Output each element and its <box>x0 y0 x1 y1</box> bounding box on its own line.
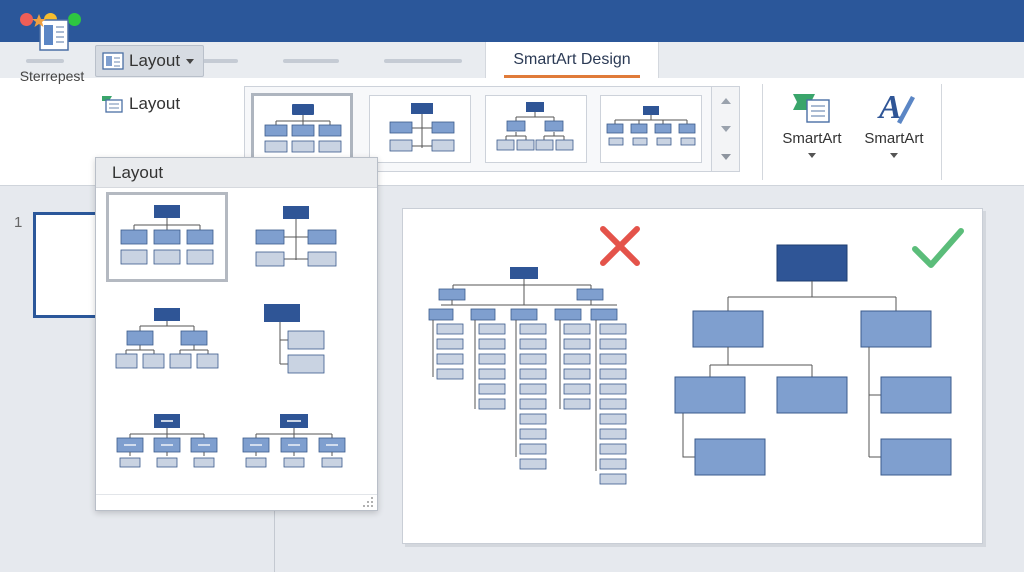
layout-option-two-branch[interactable] <box>240 192 362 282</box>
gallery-layout-tree[interactable] <box>485 95 587 163</box>
pane-divider[interactable] <box>274 510 275 572</box>
chevron-down-icon <box>808 153 816 158</box>
active-tab-underline <box>504 75 640 78</box>
layout-option-labeled-wide[interactable] <box>240 396 362 486</box>
gallery-layout-two-branch[interactable] <box>369 95 471 163</box>
dropdown-resize-bar <box>96 494 377 510</box>
resize-grip-icon[interactable] <box>362 496 374 508</box>
slide-thumbnail[interactable] <box>33 212 103 318</box>
layout-option-labeled[interactable] <box>106 396 228 486</box>
two-branch-thumbnail-icon <box>389 103 455 152</box>
gallery-scroll-up[interactable] <box>712 87 739 115</box>
tab-placeholder[interactable] <box>283 59 339 63</box>
close-window-button[interactable] <box>20 13 33 26</box>
layout-option-vertical[interactable] <box>240 294 362 384</box>
tab-placeholder[interactable] <box>384 59 462 63</box>
title-bar <box>0 0 1024 42</box>
cross-icon <box>600 226 640 266</box>
layout-list-icon <box>102 52 124 70</box>
two-branch-layout-icon <box>255 206 337 267</box>
layout-label-dropdown: Layout <box>129 51 181 70</box>
tab-placeholder[interactable] <box>26 59 64 63</box>
gallery-scrollbar <box>711 87 739 171</box>
smartart-style-label: SmartArt <box>864 130 924 147</box>
slide-canvas[interactable] <box>402 208 983 544</box>
smartart-style-button[interactable]: A SmartArt <box>854 88 934 158</box>
layout-dropdown-menu: Layout <box>95 157 378 511</box>
chevron-down-icon <box>186 58 195 64</box>
chevron-up-icon <box>720 98 731 104</box>
deep-hierarchy-example <box>428 267 627 485</box>
hierarchy-layout-icon <box>120 205 214 265</box>
svg-text:A: A <box>877 89 902 126</box>
smartart-text-button[interactable]: SmartArt <box>772 88 852 158</box>
slide-number: 1 <box>14 214 23 231</box>
layout-button-top[interactable]: Layout <box>100 94 180 114</box>
gallery-layout-wide[interactable] <box>600 95 702 163</box>
sterrepest-label: Sterrepest <box>19 68 85 84</box>
layout-option-hierarchy[interactable] <box>106 192 228 282</box>
check-icon <box>912 228 964 268</box>
ribbon-separator <box>762 84 763 180</box>
gallery-layout-hierarchy[interactable] <box>251 93 353 165</box>
org-chart-comparison <box>428 226 964 485</box>
maximize-window-button[interactable] <box>68 13 81 26</box>
text-style-icon: A <box>877 89 915 126</box>
text-pane-icon <box>793 94 830 123</box>
vertical-layout-icon <box>264 304 325 374</box>
tab-placeholder[interactable] <box>196 59 238 63</box>
simple-hierarchy-example <box>674 244 952 476</box>
tree-thumbnail-icon <box>496 102 574 151</box>
tree-layout-icon <box>115 308 219 369</box>
labeled-layout-icon <box>116 414 218 468</box>
smartart-text-label: SmartArt <box>782 130 842 147</box>
chevron-down-icon <box>720 126 731 132</box>
sterrepest-button[interactable]: Sterrepest <box>16 12 88 84</box>
layout-dropdown-button[interactable]: Layout <box>95 45 204 77</box>
layout-icon <box>102 96 123 113</box>
chevron-down-icon <box>890 153 898 158</box>
hierarchy-thumbnail-icon <box>264 104 342 153</box>
layout-option-tree[interactable] <box>106 294 228 384</box>
wide-thumbnail-icon <box>606 106 696 146</box>
gallery-more-button[interactable] <box>712 143 739 171</box>
tab-smartart-design-label: SmartArt Design <box>513 51 631 68</box>
more-icon <box>720 154 731 160</box>
gallery-scroll-down[interactable] <box>712 115 739 143</box>
layout-dropdown-header: Layout <box>96 158 377 188</box>
layout-label-top: Layout <box>129 94 181 113</box>
add-shape-icon <box>32 14 69 51</box>
ribbon-separator <box>941 84 942 180</box>
tab-smartart-design[interactable]: SmartArt Design <box>485 42 659 78</box>
labeled-wide-layout-icon <box>242 414 346 468</box>
